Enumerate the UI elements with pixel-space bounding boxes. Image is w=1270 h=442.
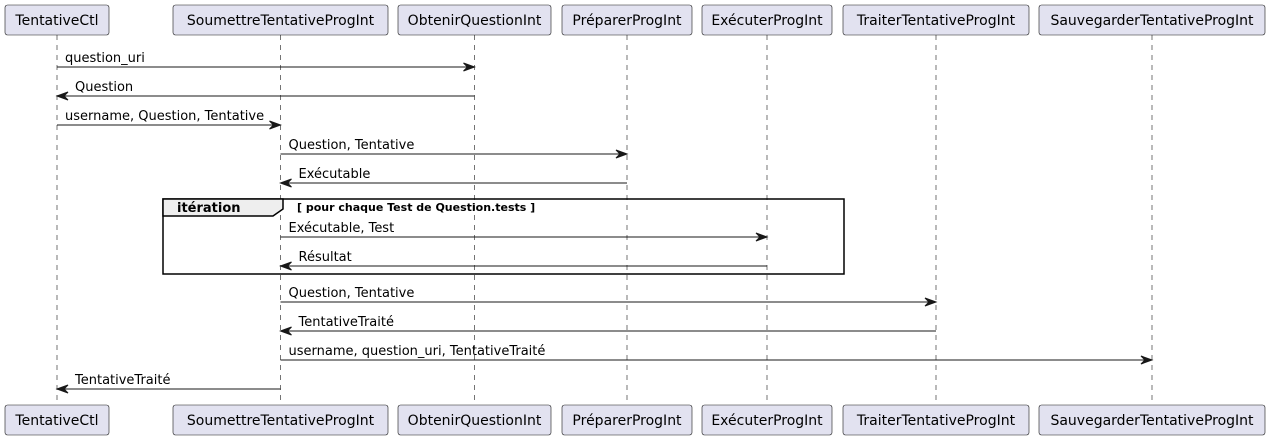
participant-label: ExécuterProgInt bbox=[711, 413, 823, 429]
message-2: username, Question, Tentative bbox=[57, 109, 282, 130]
participant-box bbox=[561, 404, 693, 436]
message-3: Question, Tentative bbox=[280, 138, 629, 159]
participants-bottom: TentativeCtl SoumettreTentativeProgInt Obt… bbox=[4, 404, 1266, 436]
participant-box bbox=[701, 4, 833, 36]
message-arrowhead-icon bbox=[755, 232, 769, 242]
loop-frame-tab bbox=[162, 198, 284, 217]
message-8: TentativeTraité bbox=[279, 315, 936, 336]
message-5: Exécutable, Test bbox=[280, 221, 769, 242]
participant-tentativectl-bottom: TentativeCtl bbox=[4, 404, 110, 436]
participant-tentativectl-top: TentativeCtl bbox=[4, 4, 110, 36]
participant-sauvegarder-top: SauvegarderTentativeProgInt bbox=[1038, 4, 1266, 36]
message-arrowhead-icon bbox=[1140, 355, 1154, 365]
participant-preparer-bottom: PréparerProgInt bbox=[561, 404, 693, 436]
loop-frame-guard: [ pour chaque Test de Question.tests ] bbox=[297, 201, 535, 214]
participant-executer-top: ExécuterProgInt bbox=[701, 4, 833, 36]
participant-box bbox=[172, 4, 389, 36]
participant-box bbox=[397, 404, 552, 436]
participant-box bbox=[842, 4, 1030, 36]
participant-label: SoumettreTentativeProgInt bbox=[187, 413, 375, 429]
participant-label: SauvegarderTentativeProgInt bbox=[1050, 13, 1254, 29]
participant-sauvegarder-bottom: SauvegarderTentativeProgInt bbox=[1038, 404, 1266, 436]
message-arrowhead-icon bbox=[55, 384, 69, 394]
participant-label: SauvegarderTentativeProgInt bbox=[1050, 413, 1254, 429]
message-6: Résultat bbox=[279, 250, 767, 271]
participant-label: PréparerProgInt bbox=[572, 13, 682, 29]
participant-label: TentativeCtl bbox=[14, 413, 98, 429]
message-arrowhead-icon bbox=[279, 326, 292, 336]
participant-box bbox=[1038, 4, 1266, 36]
participant-box bbox=[172, 404, 389, 436]
participant-label: SoumettreTentativeProgInt bbox=[187, 13, 375, 29]
participant-label: ExécuterProgInt bbox=[711, 13, 823, 29]
participant-executer-bottom: ExécuterProgInt bbox=[701, 404, 833, 436]
participant-label: TraiterTentativeProgInt bbox=[856, 413, 1016, 429]
message-arrowhead-icon bbox=[55, 91, 69, 101]
message-label: Exécutable bbox=[299, 167, 371, 182]
participant-soumettre-top: SoumettreTentativeProgInt bbox=[172, 4, 389, 36]
participant-obtenir-top: ObtenirQuestionInt bbox=[397, 4, 552, 36]
participant-traiter-top: TraiterTentativeProgInt bbox=[842, 4, 1030, 36]
message-4: Exécutable bbox=[279, 167, 627, 188]
message-1: Question bbox=[55, 80, 475, 101]
message-label: Résultat bbox=[299, 250, 352, 265]
message-label: question_uri bbox=[65, 51, 145, 66]
loop-frame-title: itération bbox=[177, 201, 241, 216]
message-arrowhead-icon bbox=[279, 178, 292, 188]
message-label: TentativeTraité bbox=[74, 373, 170, 388]
message-label: Question bbox=[75, 80, 133, 95]
message-arrowhead-icon bbox=[924, 297, 938, 307]
participant-preparer-top: PréparerProgInt bbox=[561, 4, 693, 36]
message-label: TentativeTraité bbox=[298, 315, 394, 330]
message-arrowhead-icon bbox=[279, 261, 292, 271]
message-label: Exécutable, Test bbox=[289, 221, 395, 236]
participant-label: PréparerProgInt bbox=[572, 413, 682, 429]
participant-traiter-bottom: TraiterTentativeProgInt bbox=[842, 404, 1030, 436]
message-arrowhead-icon bbox=[269, 120, 282, 130]
participant-label: ObtenirQuestionInt bbox=[408, 413, 542, 429]
message-label: Question, Tentative bbox=[289, 286, 415, 301]
message-10: TentativeTraité bbox=[55, 373, 281, 394]
message-9: username, question_uri, TentativeTraité bbox=[280, 344, 1154, 365]
loop-frame: itération [ pour chaque Test de Question… bbox=[162, 198, 845, 275]
message-label: Question, Tentative bbox=[289, 138, 415, 153]
participant-box bbox=[4, 4, 110, 36]
loop-frame-border bbox=[162, 198, 845, 275]
participant-soumettre-bottom: SoumettreTentativeProgInt bbox=[172, 404, 389, 436]
message-label: username, question_uri, TentativeTraité bbox=[289, 344, 546, 359]
message-arrowhead-icon bbox=[615, 149, 629, 159]
message-arrowhead-icon bbox=[463, 62, 476, 72]
participant-box bbox=[1038, 404, 1266, 436]
message-label: username, Question, Tentative bbox=[65, 109, 264, 124]
participant-box bbox=[4, 404, 110, 436]
message-7: Question, Tentative bbox=[280, 286, 938, 307]
lifelines bbox=[56, 35, 1153, 405]
participants-top: TentativeCtl SoumettreTentativeProgInt Obt… bbox=[4, 4, 1266, 36]
participant-label: TraiterTentativeProgInt bbox=[856, 13, 1016, 29]
participant-label: TentativeCtl bbox=[14, 13, 98, 29]
participant-box bbox=[397, 4, 552, 36]
participant-box bbox=[701, 404, 833, 436]
participant-obtenir-bottom: ObtenirQuestionInt bbox=[397, 404, 552, 436]
participant-box bbox=[561, 4, 693, 36]
participant-box bbox=[842, 404, 1030, 436]
message-0: question_uri bbox=[57, 51, 476, 72]
participant-label: ObtenirQuestionInt bbox=[408, 13, 542, 29]
